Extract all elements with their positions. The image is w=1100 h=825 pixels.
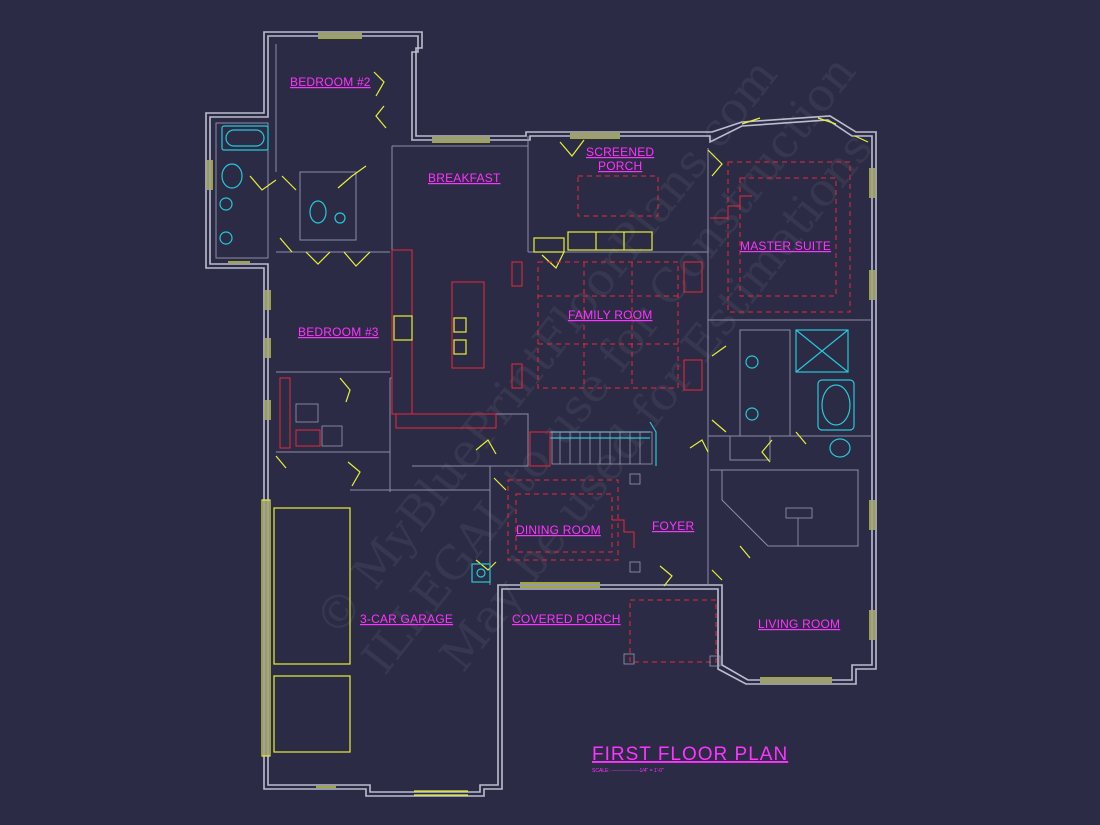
exterior-walls <box>205 31 877 797</box>
plan-title-block: FIRST FLOOR PLAN SCALE: ----------------… <box>592 744 788 774</box>
label-dining-room: DINING ROOM <box>516 523 601 537</box>
label-family-room: FAMILY ROOM <box>568 308 652 322</box>
label-master-suite: MASTER SUITE <box>740 239 831 253</box>
plumbing-fixtures <box>219 125 855 583</box>
kitchen-appliances <box>295 315 467 447</box>
windows <box>207 33 875 796</box>
watermark-line-2: ILLEGAL to use for Construction <box>351 45 866 683</box>
plan-title: FIRST FLOOR PLAN <box>592 744 788 765</box>
interior-walls <box>215 44 872 585</box>
label-screened-porch-line-1: SCREENED <box>586 145 654 159</box>
cabinetry <box>279 195 752 548</box>
label-bedroom-3: BEDROOM #3 <box>298 325 379 339</box>
label-screened-porch-line-2: PORCH <box>598 159 642 173</box>
label-bedroom-2: BEDROOM #2 <box>290 75 371 89</box>
room-labels: BEDROOM #2 BREAKFAST SCREENED PORCH MAST… <box>290 75 840 631</box>
stair <box>529 431 653 467</box>
label-breakfast: BREAKFAST <box>428 171 501 185</box>
living-details <box>623 473 813 667</box>
label-covered-porch: COVERED PORCH <box>512 612 621 626</box>
label-foyer: FOYER <box>652 519 694 533</box>
label-garage: 3-CAR GARAGE <box>360 612 453 626</box>
ceiling-outlines <box>507 161 851 663</box>
plan-scale: SCALE: -----------------1/4" = 1'-0" <box>592 768 664 774</box>
garage-doors <box>273 507 351 753</box>
label-living-room: LIVING ROOM <box>758 617 840 631</box>
